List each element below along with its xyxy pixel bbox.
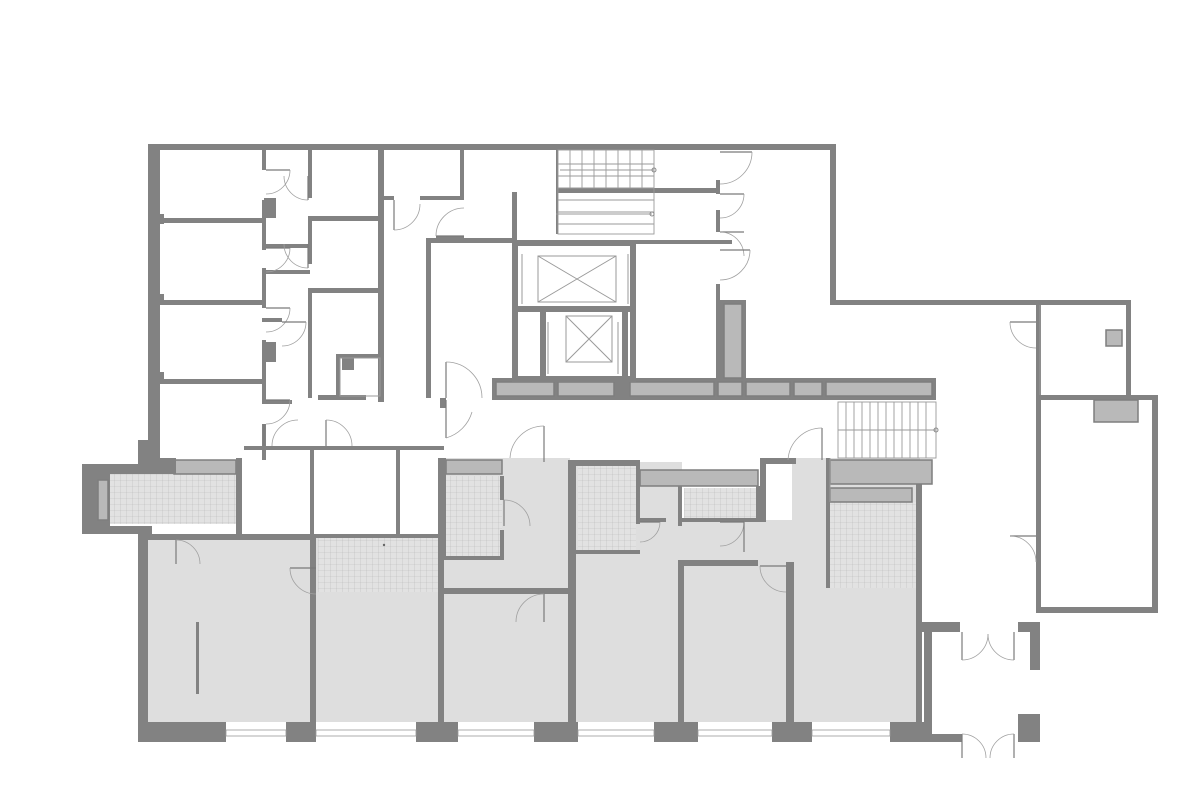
- outer-walls: [82, 144, 1158, 742]
- plan-details: [158, 214, 1041, 547]
- interior-walls: [160, 150, 936, 460]
- tiled-bathroom-2: [318, 538, 438, 592]
- tiled-bathroom-6: [830, 502, 916, 588]
- service-shafts: [97, 303, 1139, 521]
- apartment-walls: [148, 446, 830, 724]
- elevator-car-2: [565, 315, 613, 363]
- elevator-core: [512, 240, 636, 382]
- elevator-car-1: [537, 255, 617, 303]
- tiled-areas: [110, 466, 916, 592]
- tiled-bathroom-1: [110, 474, 236, 524]
- tiled-bathroom-3: [446, 476, 502, 558]
- doors: [175, 151, 1037, 759]
- tiled-bathroom-4: [578, 466, 636, 552]
- tiled-bathroom-5: [684, 488, 760, 522]
- stair-lower: [837, 401, 939, 459]
- apartment-unit-1: [148, 534, 312, 722]
- apartment-unit-5: [682, 520, 792, 722]
- windows: [225, 729, 891, 737]
- stair-upper: [556, 149, 657, 235]
